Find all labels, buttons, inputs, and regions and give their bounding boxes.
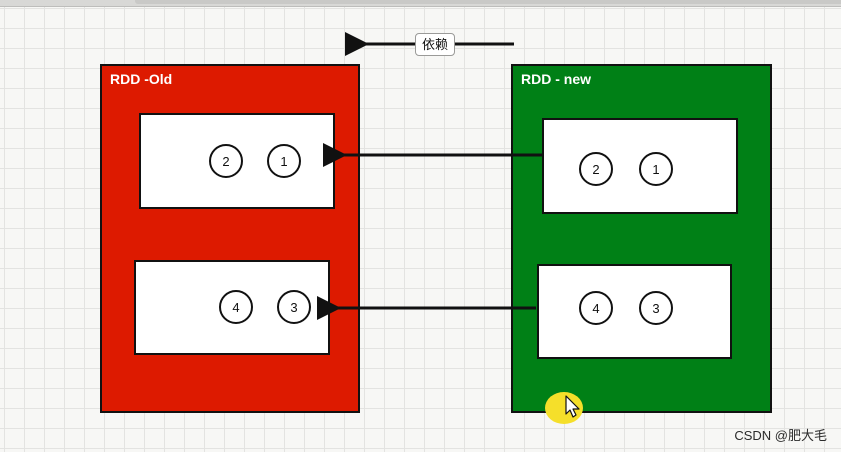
window-top-bar — [0, 0, 841, 7]
watermark: CSDN @肥大毛 — [734, 428, 827, 443]
rdd-new-partition-2[interactable]: 4 3 — [537, 264, 732, 359]
rdd-old-partition-2-circle-4: 4 — [219, 290, 253, 324]
rdd-new-partition-1[interactable]: 2 1 — [542, 118, 738, 214]
cursor-highlight — [545, 392, 583, 424]
rdd-new-partition-2-circle-3: 3 — [639, 291, 673, 325]
rdd-new-partition-1-circle-2: 2 — [579, 152, 613, 186]
rdd-new-partition-1-circle-1: 1 — [639, 152, 673, 186]
rdd-new-title: RDD - new — [521, 71, 591, 87]
rdd-old-partition-1-circle-2: 2 — [209, 144, 243, 178]
rdd-old-partition-2-circle-3: 3 — [277, 290, 311, 324]
dependency-label: 依赖 — [415, 33, 456, 56]
rdd-old-partition-1[interactable]: 2 1 — [139, 113, 335, 209]
rdd-old-partition-2[interactable]: 4 3 — [134, 260, 330, 355]
window-tab-strip — [135, 0, 841, 4]
rdd-old-partition-1-circle-1: 1 — [267, 144, 301, 178]
rdd-old-title: RDD -Old — [110, 71, 173, 87]
rdd-new-partition-2-circle-4: 4 — [579, 291, 613, 325]
